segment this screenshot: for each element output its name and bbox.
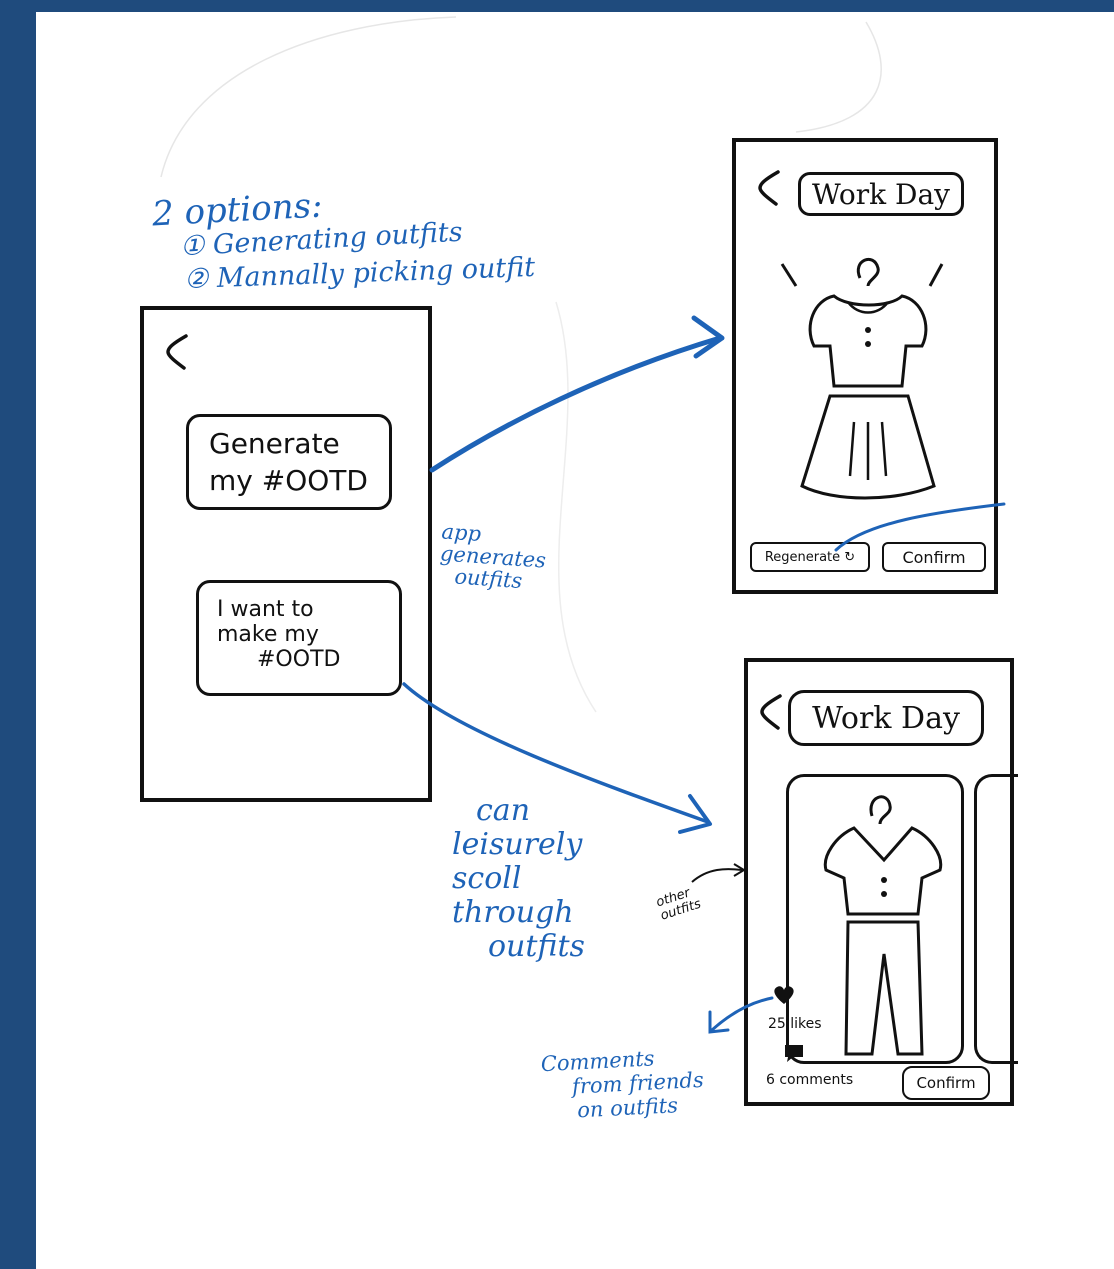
can-scroll-note: can leisurely scoll through outfits <box>452 794 585 964</box>
can-scroll-line-4: through <box>452 896 585 930</box>
comments-from-friends-note: Comments from friends on outfits <box>540 1044 705 1124</box>
can-scroll-line-2: leisurely <box>452 828 585 862</box>
app-generates-note: app generates outfits <box>438 520 548 593</box>
can-scroll-line-1: can <box>452 794 585 828</box>
sketch-canvas: 2 options: ① Generating outfits ② Mannal… <box>36 12 1114 1269</box>
can-scroll-line-3: scoll <box>452 862 585 896</box>
can-scroll-line-5: outfits <box>452 930 585 964</box>
